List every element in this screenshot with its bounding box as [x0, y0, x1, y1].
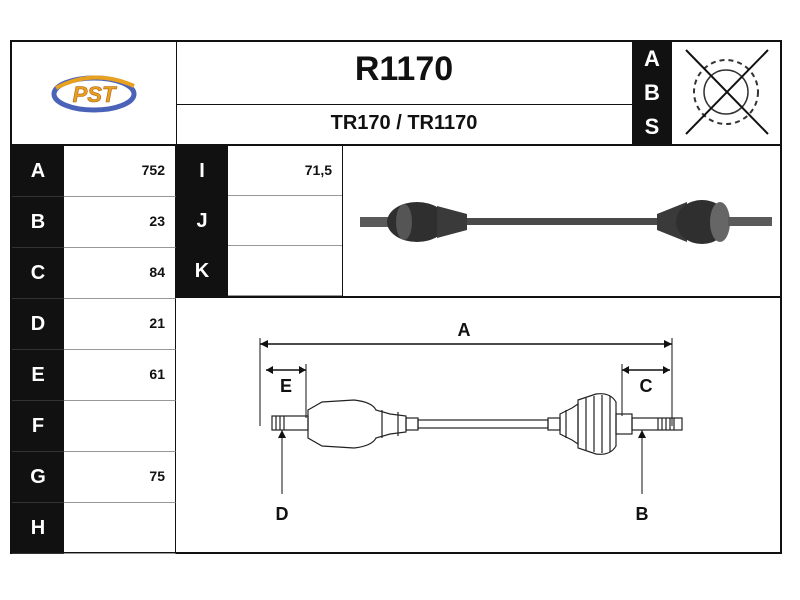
spec-value-e: 61	[64, 350, 176, 401]
photo-cell	[342, 146, 780, 296]
spec-label-e: E	[12, 350, 64, 401]
spec-label-d: D	[12, 299, 64, 350]
abs-letter-s: S	[644, 114, 660, 139]
spec-label-b: B	[12, 197, 64, 248]
logo-cell: PST	[12, 42, 176, 144]
part-number: R1170	[354, 50, 454, 88]
shaft-outline	[271, 393, 683, 455]
spec-value-b: 23	[64, 197, 176, 248]
dimension-label-a: A	[458, 320, 471, 340]
spec-label-h: H	[12, 503, 64, 554]
spec-value-g: 75	[64, 452, 176, 503]
spec-value-f	[64, 401, 176, 452]
spec-label-g: G	[12, 452, 64, 503]
spec-value-a: 752	[64, 146, 176, 197]
dimension-diagram: A E C	[176, 298, 780, 552]
abs-ring-crossed-icon	[685, 49, 769, 135]
dimension-label-d: D	[276, 504, 289, 524]
spec-value-c: 84	[64, 248, 176, 299]
abs-letter-b: B	[644, 80, 660, 105]
reference-numbers: TR170 / TR1170	[330, 112, 478, 134]
logo-text: PST	[73, 82, 117, 107]
dimension-label-e: E	[280, 376, 292, 396]
spec-label-a: A	[12, 146, 64, 197]
spec-label-k: K	[176, 246, 228, 296]
spec-value-k	[228, 246, 342, 296]
abs-letter-a: A	[644, 46, 660, 71]
spec-value-d: 21	[64, 299, 176, 350]
spec-value-h	[64, 503, 176, 554]
drive-shaft-photo	[360, 200, 772, 244]
spec-value-j	[228, 196, 342, 246]
spec-label-i: I	[176, 146, 228, 196]
spec-label-j: J	[176, 196, 228, 246]
dimension-label-b: B	[636, 504, 649, 524]
spec-label-c: C	[12, 248, 64, 299]
dimension-label-c: C	[640, 376, 653, 396]
brand-logo: PST	[51, 75, 137, 113]
spec-label-f: F	[12, 401, 64, 452]
abs-ring-cell	[672, 42, 780, 144]
spec-value-i: 71,5	[228, 146, 342, 196]
abs-column: A B S	[632, 42, 672, 144]
